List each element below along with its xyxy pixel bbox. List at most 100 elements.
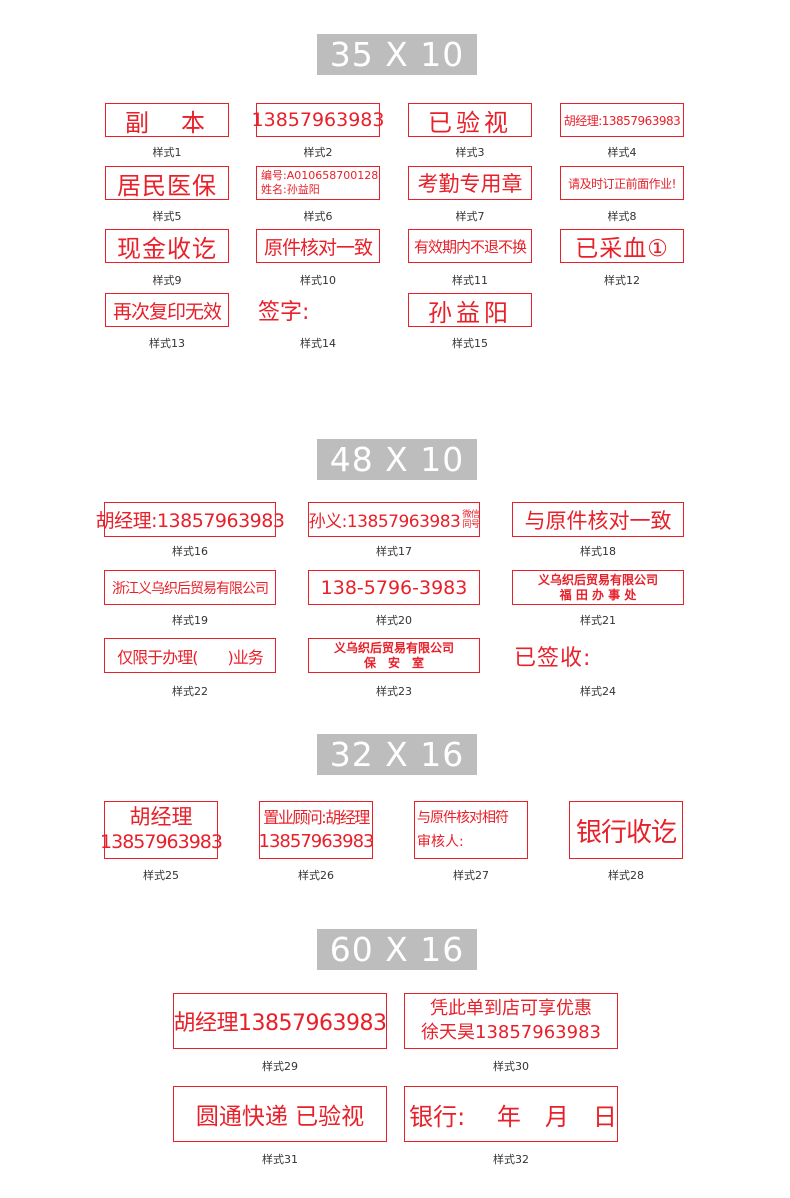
stamp-sample-30: 凭此单到店可享优惠徐天昊13857963983 xyxy=(404,993,618,1049)
stamp-caption: 样式11 xyxy=(452,274,488,287)
stamp-text: 浙江义乌织后贸易有限公司 xyxy=(112,580,269,597)
stamp-text: 胡经理:13857963983 xyxy=(95,510,285,532)
stamp-text: 签字: xyxy=(258,300,310,325)
stamp-caption: 样式20 xyxy=(376,614,412,627)
stamp-text: 13857963983 xyxy=(100,831,223,853)
stamp-text: 胡经理 xyxy=(129,805,193,829)
stamp-text: 与原件核对相符 xyxy=(417,810,509,826)
section-header-48x10: 48 X 10 xyxy=(317,439,477,480)
stamp-caption: 样式24 xyxy=(580,685,616,698)
stamp-caption: 样式3 xyxy=(455,146,485,159)
stamp-text: 已验视 xyxy=(428,108,512,137)
stamp-caption: 样式4 xyxy=(607,146,637,159)
stamp-text: 138-5796-3983 xyxy=(320,576,468,599)
stamp-text: 考勤专用章 xyxy=(417,172,523,196)
stamp-sample-18: 与原件核对一致 xyxy=(512,502,684,537)
stamp-sample-23: 义乌织后贸易有限公司保 安 室 xyxy=(308,638,480,673)
stamp-sample-32: 银行: 年 月 日 xyxy=(404,1086,618,1142)
stamp-text: 姓名:孙益阳 xyxy=(261,183,320,196)
stamp-caption: 样式29 xyxy=(262,1060,298,1073)
stamp-caption: 样式16 xyxy=(172,545,208,558)
stamp-text: 保 安 室 xyxy=(363,655,424,670)
stamp-caption: 样式25 xyxy=(143,869,179,882)
stamp-sample-28: 银行收讫 xyxy=(569,801,683,859)
stamp-caption: 样式19 xyxy=(172,614,208,627)
stamp-text: 义乌织后贸易有限公司 xyxy=(333,640,454,655)
stamp-text: 13857963983 xyxy=(251,109,385,131)
stamp-caption: 样式1 xyxy=(152,146,182,159)
stamp-sample-27: 与原件核对相符审核人: xyxy=(414,801,528,859)
section-header-35x10: 35 X 10 xyxy=(317,34,477,75)
stamp-caption: 样式26 xyxy=(298,869,334,882)
stamp-sample-8: 请及时订正前面作业! xyxy=(560,166,684,200)
stamp-sample-13: 再次复印无效 xyxy=(105,293,229,327)
stamp-text: 孙义:13857963983 xyxy=(308,512,461,532)
stamp-caption: 样式22 xyxy=(172,685,208,698)
stamp-sample-11: 有效期内不退不换 xyxy=(408,229,532,263)
stamp-caption: 样式30 xyxy=(493,1060,529,1073)
stamp-caption: 样式9 xyxy=(152,274,182,287)
stamp-sample-15: 孙益阳 xyxy=(408,293,532,327)
stamp-text: 与原件核对一致 xyxy=(524,508,672,533)
stamp-text: 有效期内不退不换 xyxy=(413,237,527,256)
stamp-text: 13857963983 xyxy=(258,831,375,852)
stamp-text: 再次复印无效 xyxy=(112,300,222,323)
stamp-text: 凭此单到店可享优惠 xyxy=(430,998,592,1019)
stamp-text: 居民医保 xyxy=(117,171,217,200)
stamp-sample-4: 胡经理:13857963983 xyxy=(560,103,684,137)
stamp-caption: 样式2 xyxy=(303,146,333,159)
stamp-text: 编号:A010658700128 xyxy=(261,169,379,182)
stamp-sample-31: 圆通快递 已验视 xyxy=(173,1086,387,1142)
stamp-caption: 样式17 xyxy=(376,545,412,558)
stamp-caption: 样式27 xyxy=(453,869,489,882)
stamp-text: 副 本 xyxy=(125,108,209,137)
stamp-caption: 样式13 xyxy=(149,337,185,350)
stamp-text: 已签收: xyxy=(514,645,592,671)
stamp-sample-7: 考勤专用章 xyxy=(408,166,532,200)
stamp-sample-24: 已签收: xyxy=(514,638,686,673)
stamp-sample-9: 现金收讫 xyxy=(105,229,229,263)
stamp-sample-2: 13857963983 xyxy=(252,103,385,137)
stamp-caption: 样式8 xyxy=(607,210,637,223)
stamp-caption: 样式6 xyxy=(303,210,333,223)
stamp-sample-3: 已验视 xyxy=(408,103,532,137)
stamp-sample-14: 签字: xyxy=(258,293,382,327)
stamp-text: 福 田 办 事 处 xyxy=(559,587,637,602)
stamp-sample-21: 义乌织后贸易有限公司福 田 办 事 处 xyxy=(512,570,684,605)
stamp-caption: 样式10 xyxy=(300,274,336,287)
section-header-60x16: 60 X 16 xyxy=(317,929,477,970)
stamp-text: 现金收讫 xyxy=(117,234,217,263)
stamp-caption: 样式21 xyxy=(580,614,616,627)
stamp-sample-17: 孙义:13857963983 微信 同号 xyxy=(308,502,480,537)
stamp-text: 圆通快递 已验视 xyxy=(195,1104,365,1130)
stamp-text: 原件核对一致 xyxy=(263,236,373,259)
stamp-text: 义乌织后贸易有限公司 xyxy=(537,572,658,587)
stamp-sample-12: 已采血① xyxy=(560,229,684,263)
stamp-text: 请及时订正前面作业! xyxy=(568,176,676,191)
stamp-sample-16: 胡经理:13857963983 xyxy=(96,502,285,537)
stamp-text: 银行: 年 月 日 xyxy=(409,1102,617,1131)
stamp-caption: 样式31 xyxy=(262,1153,298,1166)
stamp-sample-20: 138-5796-3983 xyxy=(308,570,480,605)
stamp-caption: 样式28 xyxy=(608,869,644,882)
stamp-caption: 样式14 xyxy=(300,337,336,350)
stamp-text: 已采血① xyxy=(575,236,669,262)
stamp-caption: 样式23 xyxy=(376,685,412,698)
stamp-caption: 样式18 xyxy=(580,545,616,558)
stamp-caption: 样式5 xyxy=(152,210,182,223)
stamp-sample-22: 仅限于办理( )业务 xyxy=(104,638,276,673)
stamp-sample-19: 浙江义乌织后贸易有限公司 xyxy=(104,570,276,605)
stamp-sample-5: 居民医保 xyxy=(105,166,229,200)
stamp-sample-29: 胡经理13857963983 xyxy=(173,993,387,1049)
stamp-text: 孙益阳 xyxy=(428,298,512,327)
section-header-32x16: 32 X 16 xyxy=(317,734,477,775)
stamp-text: 仅限于办理( )业务 xyxy=(117,647,263,667)
stamp-caption: 样式15 xyxy=(452,337,488,350)
stamp-caption: 样式12 xyxy=(604,274,640,287)
stamp-sample-10: 原件核对一致 xyxy=(256,229,380,263)
stamp-line: 孙义:13857963983 微信 同号 xyxy=(308,507,480,533)
stamp-text: 胡经理:13857963983 xyxy=(563,113,681,128)
